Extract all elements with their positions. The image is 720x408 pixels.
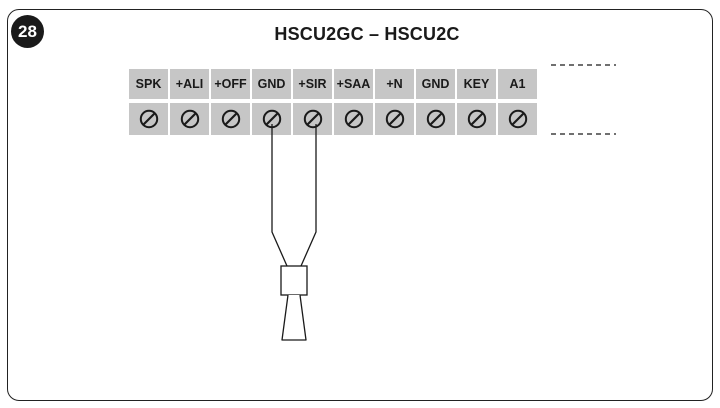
figure-number-badge: 28 xyxy=(11,15,44,48)
terminal-label-plus-saa-5: +SAA xyxy=(334,69,373,99)
terminal-label-plus-sir-4: +SIR xyxy=(293,69,332,99)
siren-horn-icon xyxy=(280,265,308,341)
terminal-screw-plus-ali-1 xyxy=(170,103,209,135)
terminal-label-gnd-7: GND xyxy=(416,69,455,99)
screw-icon xyxy=(180,109,199,129)
terminal-screw-a1-9 xyxy=(498,103,537,135)
terminal-label-plus-off-2: +OFF xyxy=(211,69,250,99)
wire-gnd xyxy=(271,124,288,267)
wire-sir xyxy=(300,124,317,267)
terminal-label-spk-0: SPK xyxy=(129,69,168,99)
screw-icon xyxy=(426,109,445,129)
screw-icon xyxy=(303,109,322,129)
screw-icon xyxy=(467,109,486,129)
terminal-screw-key-8 xyxy=(457,103,496,135)
terminal-label-a1-9: A1 xyxy=(498,69,537,99)
terminal-screw-plus-saa-5 xyxy=(334,103,373,135)
screw-icon xyxy=(139,109,158,129)
terminal-label-key-8: KEY xyxy=(457,69,496,99)
terminal-screw-plus-off-2 xyxy=(211,103,250,135)
screw-icon xyxy=(385,109,404,129)
figure-frame xyxy=(7,9,713,401)
figure-title: HSCU2GC – HSCU2C xyxy=(274,24,460,44)
terminal-label-gnd-3: GND xyxy=(252,69,291,99)
terminal-screw-plus-n-6 xyxy=(375,103,414,135)
terminal-label-plus-ali-1: +ALI xyxy=(170,69,209,99)
terminal-screw-gnd-7 xyxy=(416,103,455,135)
screw-icon xyxy=(508,109,527,129)
terminal-screw-spk-0 xyxy=(129,103,168,135)
screw-icon xyxy=(221,109,240,129)
terminal-screw-plus-sir-4 xyxy=(293,103,332,135)
terminal-label-plus-n-6: +N xyxy=(375,69,414,99)
screw-icon xyxy=(344,109,363,129)
